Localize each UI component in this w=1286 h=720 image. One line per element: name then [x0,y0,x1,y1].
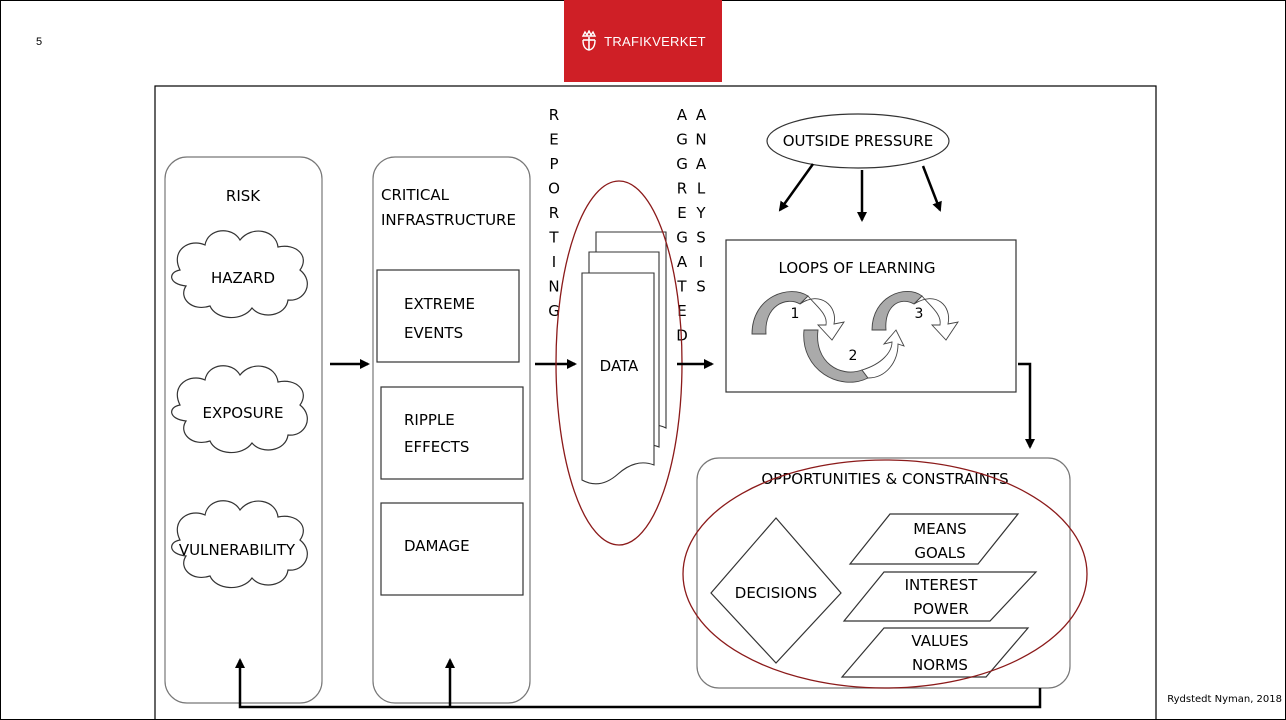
critical-title-line2: INFRASTRUCTURE [381,211,516,229]
loop-3-number: 3 [915,306,924,322]
analysis-letter: A [696,106,707,124]
decisions-diamond [710,517,842,664]
loop-3-arrow [871,291,959,341]
extreme-label-1: EXTREME [404,295,475,313]
decisions-label: DECISIONS [735,584,817,602]
exposure-cloud: EXPOSURE [171,365,308,454]
outside-pressure-ellipse [766,113,950,169]
analysis-letter: I [699,253,703,271]
interest-power-box [842,571,1038,622]
vulnerability-cloud: VULNERABILITY [171,500,308,589]
aggregated-letter: R [677,180,687,198]
reporting-letter: R [549,204,559,222]
outside-pressure-label: OUTSIDE PRESSURE [783,132,934,150]
logo-text: TRAFIKVERKET [604,33,706,49]
values-norms-box [840,627,1030,678]
loop-1-number: 1 [791,306,800,322]
hazard-label: HAZARD [211,269,275,287]
analysis-letter: N [695,131,706,149]
reporting-letter: G [548,302,560,320]
opportunities-title: OPPORTUNITIES & CONSTRAINTS [761,470,1008,488]
damage-label: DAMAGE [404,537,470,555]
analysis-letter: A [696,155,707,173]
values-label: VALUES [911,632,968,650]
data-document-stack: DATA [581,231,667,485]
reporting-letter: N [548,278,559,296]
analysis-letter: S [696,229,706,247]
loop-2-number: 2 [849,348,858,364]
aggregated-letter: E [677,302,686,320]
crown-icon [581,30,597,51]
ripple-effects-box [380,386,524,480]
loop-1-arrow [751,291,845,341]
analysis-letter: S [696,278,706,296]
reporting-letter: I [552,253,556,271]
reporting-letter: R [549,106,559,124]
reporting-letter: O [548,180,560,198]
damage-box [380,502,524,596]
credit-text: Rydstedt Nyman, 2018 [1167,694,1282,705]
aggregated-letter: G [676,229,688,247]
loops-title: LOOPS OF LEARNING [779,259,936,277]
pressure-arrow-right [921,165,942,212]
hazard-cloud: HAZARD [171,230,308,319]
ripple-label-2: EFFECTS [404,438,469,456]
risk-title: RISK [226,187,261,205]
pressure-arrow-left [778,163,815,212]
norms-label: NORMS [912,656,968,674]
diagram-frame [154,85,1157,720]
means-goals-box [848,513,1020,565]
exposure-label: EXPOSURE [202,404,283,422]
trafikverket-logo: TRAFIKVERKET [564,0,722,82]
vulnerability-label: VULNERABILITY [179,541,296,559]
aggregated-letter: A [677,106,688,124]
analysis-letter: L [697,180,706,198]
reporting-letter: P [549,155,558,173]
goals-label: GOALS [914,544,965,562]
extreme-label-2: EVENTS [404,324,463,342]
extreme-events-box [376,269,520,363]
loop-2-arrow [803,329,905,383]
page-number: 5 [36,36,43,48]
data-label: DATA [600,357,639,375]
critical-title-line1: CRITICAL [381,186,450,204]
reporting-letter: T [548,229,559,247]
reporting-letter: E [549,131,558,149]
analysis-letter: Y [695,204,706,222]
interest-label: INTEREST [905,576,979,594]
feedback-arrow-to-risk [235,658,1042,709]
ripple-label-1: RIPPLE [404,411,455,429]
aggregated-letter: A [677,253,688,271]
power-label: POWER [913,600,969,618]
arrow-loops-to-opportunities [1018,362,1035,449]
aggregated-letter: G [676,131,688,149]
opportunities-highlight-ellipse [682,459,1088,689]
aggregated-letter: E [677,204,686,222]
aggregated-letter: G [676,155,688,173]
aggregated-letter: T [676,278,687,296]
means-label: MEANS [913,520,966,538]
